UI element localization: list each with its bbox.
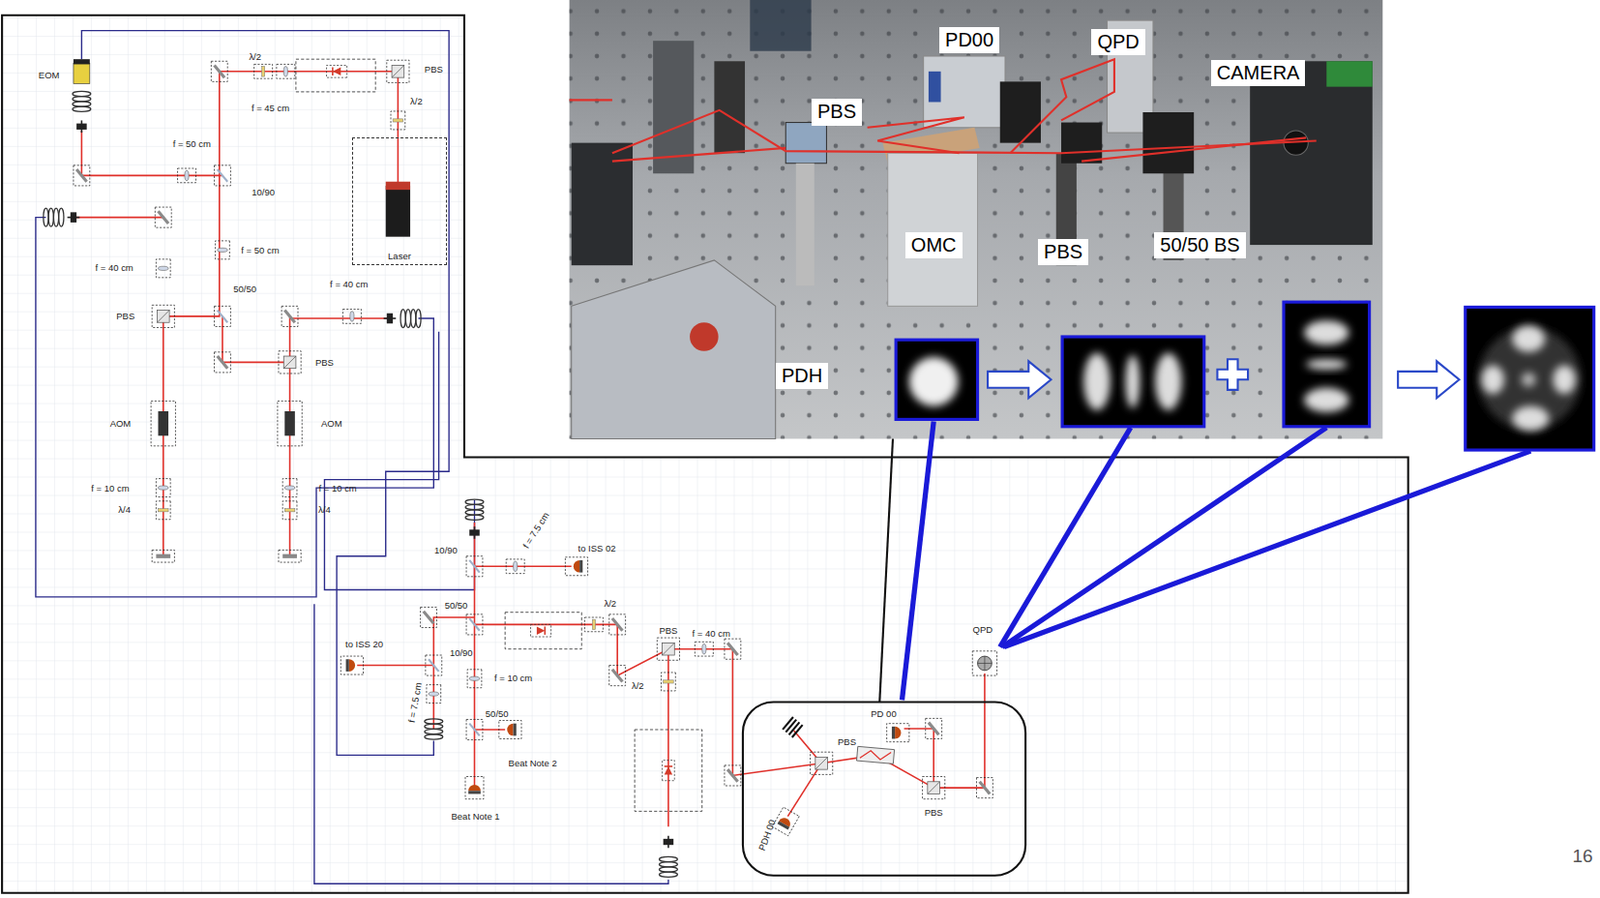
component-label: PBS bbox=[315, 358, 334, 369]
node-text: QPD bbox=[1096, 30, 1139, 53]
component-label: λ/4 bbox=[318, 505, 331, 516]
photo-label: PBS bbox=[1037, 238, 1089, 266]
component-label: λ/2 bbox=[631, 681, 645, 691]
component-label: λ/2 bbox=[603, 599, 617, 610]
component-label: PBS bbox=[837, 737, 857, 747]
component-label: 10/90 bbox=[251, 188, 275, 199]
component-label: f = 40 cm bbox=[692, 628, 731, 639]
photo-label: CAMERA bbox=[1211, 59, 1306, 87]
photo-label: PDH bbox=[775, 362, 829, 389]
component-label: 50/50 bbox=[233, 285, 257, 296]
page-number: 16 bbox=[1572, 845, 1594, 864]
component-label: λ/4 bbox=[118, 505, 131, 516]
node-text: Laser bbox=[387, 250, 412, 262]
node-text: PDH bbox=[781, 364, 823, 386]
node-text: PBS bbox=[817, 100, 857, 122]
component-label: f = 40 cm bbox=[95, 264, 134, 274]
component-label: to ISS 02 bbox=[578, 544, 617, 555]
component-label: Beat Note 1 bbox=[451, 811, 501, 822]
node-text: OMC bbox=[911, 234, 957, 256]
node-text: CAMERA bbox=[1216, 61, 1301, 84]
component-label: QPD bbox=[973, 624, 994, 635]
photo-label: PD00 bbox=[939, 27, 1000, 54]
component-label: f = 10 cm bbox=[494, 674, 533, 684]
node-text: PD00 bbox=[945, 29, 994, 51]
node-text: 50/50 BS bbox=[1159, 234, 1240, 256]
component-label: f = 40 cm bbox=[329, 279, 368, 290]
component-label: 50/50 bbox=[444, 601, 469, 612]
component-label: EOM bbox=[38, 70, 60, 81]
component-label: to ISS 20 bbox=[345, 640, 384, 651]
component-label: 10/90 bbox=[449, 648, 474, 658]
component-label: Beat Note 2 bbox=[508, 758, 558, 769]
component-label: AOM bbox=[110, 418, 132, 429]
component-label: 50/50 bbox=[485, 709, 509, 719]
component-label: λ/2 bbox=[248, 52, 262, 62]
component-label: f = 10 cm bbox=[319, 483, 357, 494]
component-label: f = 50 cm bbox=[240, 246, 279, 257]
node-text: PBS bbox=[1043, 240, 1083, 263]
component-label: f = 50 cm bbox=[173, 139, 211, 149]
laser-box: Laser bbox=[352, 137, 447, 266]
photo-label: QPD bbox=[1091, 29, 1145, 56]
component-label: AOM bbox=[321, 418, 343, 429]
component-label: 10/90 bbox=[434, 546, 458, 557]
component-label: PD 00 bbox=[870, 709, 896, 719]
photo-label: OMC bbox=[905, 232, 963, 259]
component-label: PBS bbox=[924, 808, 944, 819]
photo-label: PBS bbox=[811, 98, 862, 125]
component-label: PBS bbox=[424, 64, 444, 75]
component-label: PBS bbox=[658, 625, 678, 636]
photo-label: 50/50 BS bbox=[1154, 232, 1245, 259]
component-label: f = 10 cm bbox=[90, 483, 129, 494]
component-label: PBS bbox=[116, 311, 135, 322]
component-label: f = 45 cm bbox=[251, 103, 290, 114]
component-label: λ/2 bbox=[410, 97, 423, 108]
